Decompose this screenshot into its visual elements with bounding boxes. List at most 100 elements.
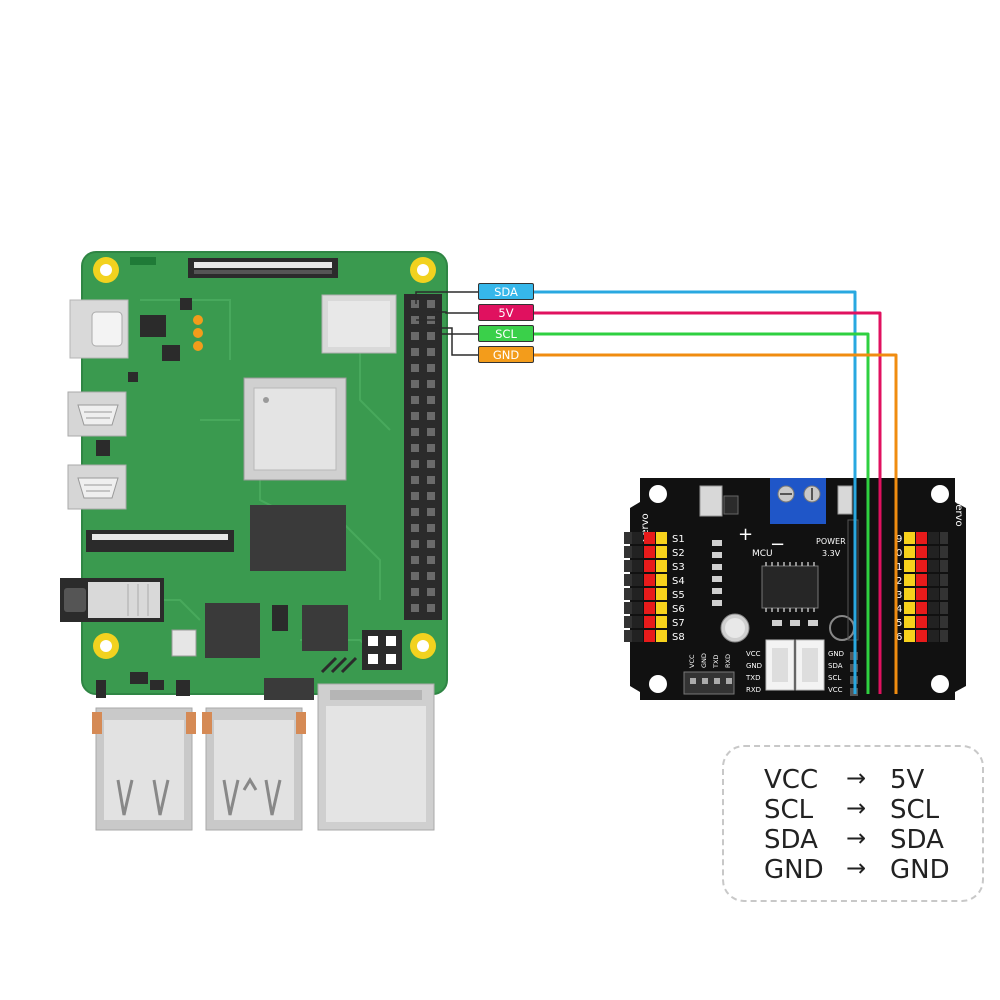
header-pin [928,574,939,586]
gpio-pin [427,364,435,372]
pin-label-scl: SCL [478,325,534,342]
uart-header [683,671,735,695]
lead-wire [416,319,478,335]
header-pin [632,574,643,586]
mapping-to: 5V [890,765,925,795]
header-pin [904,532,915,544]
poe-header [362,630,402,670]
gpio-pin [427,380,435,388]
header-pin [916,588,927,600]
gpio-pin [427,444,435,452]
gpio-pin [411,540,419,548]
gpio-pin [427,604,435,612]
pin-label: VCC [688,654,696,668]
gpio-pin [411,476,419,484]
display-connector [188,258,338,278]
ethernet-chip [302,605,348,651]
plus-sign: + [738,524,753,545]
gpio-pin [411,572,419,580]
pin-label: TXD [745,674,760,682]
gpio-pin [411,492,419,500]
header-pin [916,546,927,558]
channel-label: 0 [896,548,902,559]
mcu-label: MCU [752,549,773,559]
wire-sda [534,290,857,694]
header-pin [904,616,915,628]
gpio-pin [411,348,419,356]
header-pin [656,602,667,614]
channel-label: 1 [896,562,902,573]
mounting-hole [410,633,436,659]
header-pin [904,588,915,600]
header-pin [928,532,939,544]
uart-connector [765,639,795,691]
header-pin [916,574,927,586]
header-pin [916,616,927,628]
channel-label: 9 [896,534,902,545]
header-pin [656,616,667,628]
gpio-pin [411,508,419,516]
header-pin [928,588,939,600]
gpio-pin [427,332,435,340]
i2c-connector [795,639,825,691]
gpio-pin [411,604,419,612]
usb-controller-chip [205,603,260,658]
servo-label-right: Servo [953,498,964,527]
gpio-pin [427,476,435,484]
gpio-pin [411,364,419,372]
gpio-pin [427,396,435,404]
pin-label: SCL [828,674,841,682]
header-pin [928,630,939,642]
channel-label: S6 [672,604,685,615]
pin-label: GND [828,650,844,658]
gpio-pin [427,412,435,420]
header-pin [644,574,655,586]
header-pin [656,546,667,558]
audio-jack [60,578,164,622]
gpio-pin [427,556,435,564]
pin-label-sda: SDA [478,283,534,300]
minus-sign: − [770,534,785,555]
ethernet-port [317,683,435,831]
pin-mapping-legend: VCC → 5V SCL → SCL SDA → SDA GND → GND [722,745,984,902]
gpio-pin [411,428,419,436]
mapping-to: SCL [890,795,940,825]
wifi-module [321,294,397,354]
gpio-pin [427,588,435,596]
gpio-pin [411,300,419,308]
mounting-hole [410,257,436,283]
mounting-hole [93,633,119,659]
header-pin [916,560,927,572]
status-leds [193,315,203,351]
gpio-pin [427,300,435,308]
camera-connector [86,530,234,552]
header-pin [656,560,667,572]
channel-label: S8 [672,632,685,643]
arrow-icon: → [846,854,867,882]
header-pin [632,616,643,628]
channel-label: 5 [896,618,902,629]
header-pin [644,616,655,628]
mapping-from: GND [764,855,824,885]
header-pin [656,532,667,544]
usb-c-port [69,299,129,359]
pin-label: RXD [746,686,761,694]
ram-chip [250,505,346,571]
wire-gnd [534,353,898,694]
pin-label: RXD [724,654,732,668]
mcu-chip [761,562,819,612]
header-pin [632,602,643,614]
gpio-pin [427,540,435,548]
channel-label: 3 [896,590,902,601]
header-pin [928,616,939,628]
pin-label-gnd: GND [478,346,534,363]
wire-scl [534,332,870,694]
mapping-from: SDA [764,825,818,855]
channel-label: S7 [672,618,685,629]
header-pin [632,560,643,572]
